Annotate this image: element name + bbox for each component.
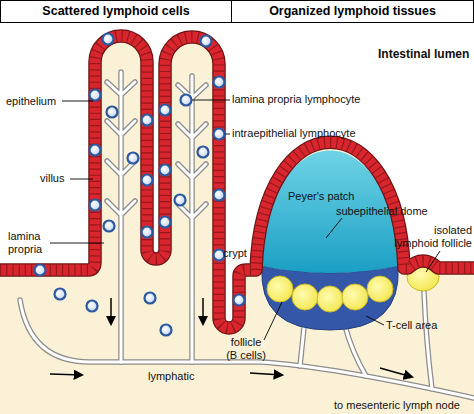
b-cell-follicle [342,284,368,310]
part-label: to mesenteric lymph node [334,399,460,412]
flow-arrows [50,298,412,377]
epithelium-outline [0,36,474,328]
flow-arrow [110,298,112,324]
lamina-propria-lymphocyte [128,153,139,164]
part-label: follicle (B cells) [224,336,268,362]
intraepithelial-lymphocyte [214,129,225,140]
lamina-propria-lymphocyte [104,221,115,232]
lamina-propria-lymphocyte [87,301,98,312]
flow-arrow [50,374,82,375]
part-label: lamina propria [8,230,48,256]
b-cell-follicle [367,276,393,302]
intraepithelial-lymphocyte [35,265,46,276]
header-text: Organized lymphoid tissues [269,4,436,19]
lamina-propria-lymphocyte [55,289,66,300]
leader-line [192,100,230,101]
part-label: Peyer's patch [288,190,354,203]
leader-line [426,251,440,272]
intraepithelial-lymphocyte [103,34,114,45]
intraepithelial-lymphocyte [214,190,225,201]
t-cell-area [262,266,398,330]
leader-line [62,101,93,102]
part-label: Intestinal lumen [378,48,469,61]
intraepithelial-lymphocyte [214,77,225,88]
part-label: crypt [223,247,247,260]
part-label: villus [40,172,64,185]
leader-line [366,316,384,325]
part-label: epithelium [6,95,56,108]
intraepithelial-lymphocyte [142,175,153,186]
leader-line [264,302,282,340]
lamina-propria-lymphocyte [175,195,186,206]
intraepithelial-lymphocyte [142,115,153,126]
leader-line [326,218,342,238]
lymphocytes [35,34,245,336]
header-text: Scattered lymphoid cells [42,4,189,19]
intraepithelial-lymphocyte [90,90,101,101]
leader-line [50,243,104,244]
part-label: isolated lymphoid follicle [392,224,472,250]
header-band: Scattered lymphoid cells [0,0,232,23]
b-cell-follicle [292,284,318,310]
intraepithelial-lymphocyte [160,165,171,176]
part-label: lymphatic [148,370,194,383]
part-label: intraepithelial lymphocyte [232,127,356,140]
intraepithelial-lymphocyte [160,217,171,228]
flow-arrow [250,373,282,375]
epithelium-cells [0,36,474,328]
lamina-propria-lymphocyte [161,325,172,336]
b-cell-follicle [267,276,293,302]
intraepithelial-lymphocyte [90,145,101,156]
flow-arrow [380,368,412,377]
tissue-fill [0,36,474,414]
epithelial-cell-borders [0,36,474,328]
epithelium-band [0,36,474,328]
part-label: lamina propria lymphocyte [232,93,360,106]
intraepithelial-lymphocyte [160,105,171,116]
part-label: subepithelial dome [336,205,428,218]
lamina-propria-lymphocyte [198,147,209,158]
b-cell-follicle [317,286,343,312]
header-band: Organized lymphoid tissues [231,0,474,23]
lamina-propria-lymphocyte [145,293,156,304]
lamina-propria-lymphocyte [107,107,118,118]
lamina-propria-lymphocyte [181,95,192,106]
intraepithelial-lymphocyte [142,227,153,238]
leader-line [70,179,93,180]
intraepithelial-lymphocyte [201,36,212,47]
leader-line [225,134,230,135]
intraepithelial-lymphocyte [214,250,225,261]
intraepithelial-lymphocyte [234,295,245,306]
intraepithelial-lymphocyte [90,200,101,211]
part-label: T-cell area [386,319,437,332]
leader-lines [50,100,440,340]
flow-arrow [202,298,204,324]
